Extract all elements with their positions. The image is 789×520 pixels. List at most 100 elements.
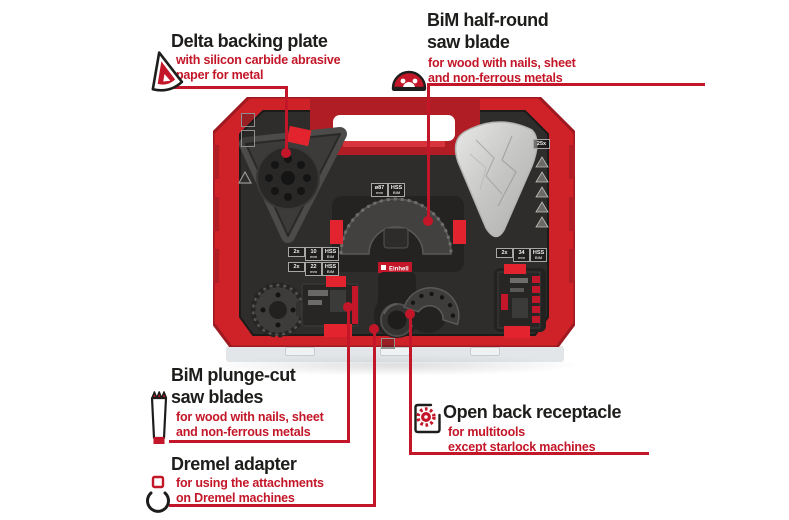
tag-main: HSS [324,264,337,270]
packaged-blade-right [494,264,546,338]
tag-sub: mm [309,269,318,274]
callout-desc-dremel: for using the attachments on Dremel mach… [176,476,324,506]
plunge-qty-tag: 2x [288,247,305,257]
desc-line: paper for metal [176,68,264,82]
plunge-blade-icon [150,391,168,444]
callout-dot-receptacle [405,309,415,319]
foam-icon-label [241,113,255,127]
brand-text: Einhell [389,267,409,273]
half-round-material-tag: HSS BiM [388,183,405,197]
tag-main: 34 [518,250,525,256]
tag-sub: BiM [326,254,335,259]
callout-desc-delta: with silicon carbide abrasive paper for … [176,53,341,83]
red-clip [326,276,346,287]
callout-title-delta: Delta backing plate [171,31,328,51]
red-clip [504,264,526,274]
tag-sub: BiM [326,269,335,274]
tag-sub: BiM [534,255,543,260]
sanding-sheets-bag [454,121,538,238]
callout-dot-half-round [423,216,433,226]
tag-sub: mm [517,255,526,260]
tag-main: 25x [536,141,547,147]
tag-main: 2x [501,250,508,256]
plunge-cut-blades [250,276,359,338]
tag-sub: mm [309,254,318,259]
open-back-icon [414,403,441,434]
callout-line-delta [285,86,288,152]
callout-title-dremel: Dremel adapter [171,454,297,474]
title-line: saw blade [427,32,510,52]
desc-line: for multitools [448,425,526,439]
open-back-blade [403,287,460,333]
red-clip [286,125,312,147]
callout-dot-delta [281,148,291,158]
title-line: BiM plunge-cut [171,365,296,385]
title-line: BiM half-round [427,10,549,30]
callout-title-half-round: BiM half-round saw blade [427,9,549,53]
callout-dot-dremel [369,324,379,334]
einhell-badge: Einhell [378,262,412,273]
callout-line-plunge [347,308,350,443]
callout-desc-plunge: for wood with nails, sheet and non-ferro… [176,410,324,440]
adapter-size-tag [381,338,395,349]
callout-desc-half-round: for wood with nails, sheet and non-ferro… [428,56,576,86]
sanding-sheet-icons [535,156,549,228]
desc-line: for wood with nails, sheet [176,410,324,424]
callout-dot-plunge [343,302,353,312]
callout-line-dremel [373,330,376,507]
title-line: saw blades [171,387,264,407]
case-hinge [470,347,500,356]
tag-main: HSS [532,250,545,256]
delta-backing-plate [239,125,347,243]
callout-title-receptacle: Open back receptacle [443,402,622,422]
dremel-adapter-part [374,272,420,338]
callout-line-half-round [427,83,430,221]
red-clip [324,324,352,337]
tag-sub: BiM [392,190,401,195]
tag-main: HSS [324,249,337,255]
tag-main: 2x [293,264,300,270]
tag-main: 22 [310,264,317,270]
einhell-badge-small [501,294,508,310]
case-hinge [285,347,315,356]
plunge-size-tag: 10 mm [305,247,322,261]
callout-line-receptacle [409,452,649,455]
desc-line: for using the attachments [176,476,324,490]
desc-line: and non-ferrous metals [428,71,563,85]
callout-line-plunge [169,440,350,443]
right-material-tag: HSS BiM [530,248,547,262]
plunge-material-tag: HSS BiM [322,262,339,276]
callout-line-dremel [169,504,376,507]
tag-main: ø87 [374,185,385,191]
desc-line: and non-ferrous metals [176,425,311,439]
right-qty-tag: 2x [496,248,513,258]
tag-main: 10 [310,249,317,255]
half-round-saw-blade: Einhell [330,196,466,273]
plunge-size-tag: 22 mm [305,262,322,276]
callout-line-receptacle [409,315,412,455]
desc-line: on Dremel machines [176,491,295,505]
callout-line-delta [171,86,288,89]
callout-title-plunge: BiM plunge-cut saw blades [171,364,296,408]
desc-line: except starlock machines [448,440,596,454]
tag-main: 2x [293,249,300,255]
half-round-blade-icon [391,70,427,91]
dremel-adapter-icon [146,475,170,513]
callout-line-half-round [427,83,705,86]
callout-desc-receptacle: for multitools except starlock machines [448,425,596,455]
right-size-tag: 34 mm [513,248,530,262]
red-clip [504,326,530,338]
handle-cutout [333,115,455,141]
delta-pad-foam-icon [237,170,253,184]
tag-main: HSS [390,185,403,191]
red-clip [453,220,466,244]
plunge-qty-tag: 2x [288,262,305,272]
foam-icon-label [241,130,255,147]
half-round-diameter-tag: ø87 mm [371,183,388,197]
delta-pad-icon [151,51,184,92]
plunge-material-tag: HSS BiM [322,247,339,261]
bag-count-tag: 25x [533,139,550,149]
desc-line: with silicon carbide abrasive [176,53,341,67]
tag-sub: mm [375,190,384,195]
